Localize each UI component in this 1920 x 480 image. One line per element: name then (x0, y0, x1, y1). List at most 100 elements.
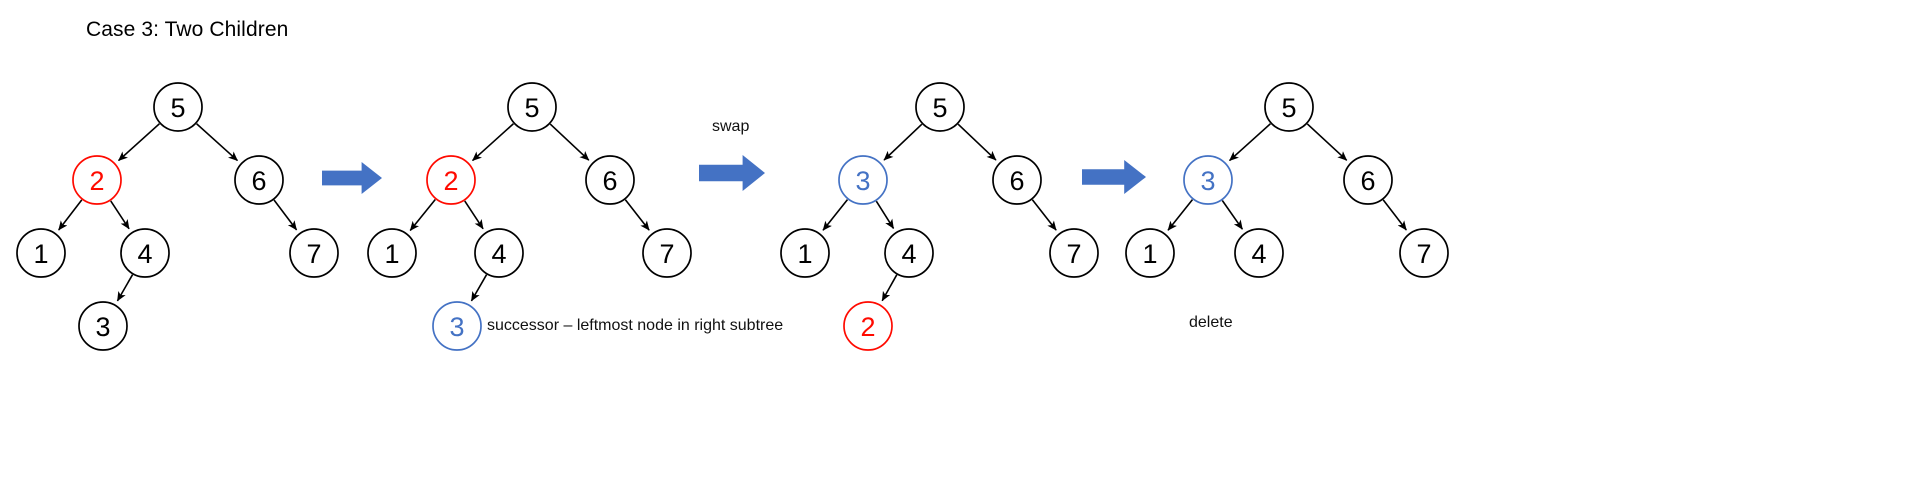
tree-node-2: 2 (843, 301, 893, 351)
tree-edge (624, 199, 650, 231)
node-outline (1183, 155, 1233, 205)
tree-edge (464, 200, 484, 230)
tree-edge (1167, 199, 1194, 231)
tree-node-5: 5 (1264, 82, 1314, 132)
node-value: 3 (95, 312, 110, 342)
tree-edge (1229, 123, 1271, 162)
tree-node-3: 3 (838, 155, 888, 205)
tree-edge (118, 123, 160, 162)
tree-edge (549, 123, 590, 161)
tree-node-3: 3 (1183, 155, 1233, 205)
node-outline (120, 228, 170, 278)
node-outline (838, 155, 888, 205)
tree-node-6: 6 (234, 155, 284, 205)
node-value: 7 (659, 239, 674, 269)
tree-edge (875, 200, 895, 230)
node-value: 2 (443, 166, 458, 196)
node-value: 4 (901, 239, 916, 269)
node-value: 4 (137, 239, 152, 269)
node-outline (426, 155, 476, 205)
tree-node-2: 2 (426, 155, 476, 205)
node-value: 4 (1251, 239, 1266, 269)
node-outline (915, 82, 965, 132)
caption-swap: swap (712, 118, 750, 135)
tree-edge (881, 274, 898, 302)
node-outline (1234, 228, 1284, 278)
tree-node-1: 1 (780, 228, 830, 278)
node-value: 1 (384, 239, 399, 269)
tree-node-2: 2 (72, 155, 122, 205)
node-outline (153, 82, 203, 132)
node-value: 5 (524, 93, 539, 123)
node-outline (507, 82, 557, 132)
tree-node-7: 7 (642, 228, 692, 278)
tree-node-5: 5 (507, 82, 557, 132)
tree-nodes: 5 2 6 1 4 7 3 5 2 6 1 4 7 3 5 3 6 1 4 7 2 5 3 6 1 4 7 (16, 82, 1449, 351)
tree-edge (273, 199, 298, 231)
caption-delete: delete (1189, 314, 1233, 331)
tree-node-6: 6 (992, 155, 1042, 205)
node-outline (72, 155, 122, 205)
node-value: 7 (306, 239, 321, 269)
tree-node-7: 7 (289, 228, 339, 278)
tree-edge (1221, 200, 1244, 230)
node-value: 6 (602, 166, 617, 196)
tree-node-1: 1 (1125, 228, 1175, 278)
node-outline (1343, 155, 1393, 205)
node-value: 6 (1009, 166, 1024, 196)
node-outline (289, 228, 339, 278)
tree-edge (883, 123, 923, 161)
tree-node-5: 5 (153, 82, 203, 132)
tree-edge (409, 198, 436, 231)
tree-edge (1382, 199, 1407, 231)
node-value: 3 (855, 166, 870, 196)
node-outline (1399, 228, 1449, 278)
tree-node-4: 4 (120, 228, 170, 278)
caption-successor: successor – leftmost node in right subtr… (487, 317, 784, 334)
tree-edge (957, 123, 997, 161)
node-value: 5 (932, 93, 947, 123)
node-outline (780, 228, 830, 278)
arrow-3 (1082, 160, 1146, 194)
tree-node-7: 7 (1399, 228, 1449, 278)
arrow-2 (699, 155, 765, 191)
tree-node-6: 6 (1343, 155, 1393, 205)
tree-edge (822, 199, 849, 231)
tree-edge (196, 123, 238, 162)
arrow-1 (322, 162, 382, 194)
node-outline (474, 228, 524, 278)
tree-edge (470, 274, 488, 302)
node-outline (884, 228, 934, 278)
node-value: 2 (860, 312, 875, 342)
node-value: 3 (1200, 166, 1215, 196)
tree-edge (1306, 123, 1348, 161)
node-outline (432, 301, 482, 351)
tree-node-4: 4 (474, 228, 524, 278)
node-value: 5 (170, 93, 185, 123)
tree-edge (116, 274, 134, 302)
tree-node-6: 6 (585, 155, 635, 205)
node-outline (585, 155, 635, 205)
node-outline (16, 228, 66, 278)
node-value: 6 (251, 166, 266, 196)
tree-node-5: 5 (915, 82, 965, 132)
node-outline (1049, 228, 1099, 278)
tree-edge (110, 200, 130, 230)
node-value: 3 (449, 312, 464, 342)
tree-edges (58, 123, 1407, 302)
node-value: 1 (1142, 239, 1157, 269)
node-value: 7 (1066, 239, 1081, 269)
node-outline (843, 301, 893, 351)
node-value: 1 (33, 239, 48, 269)
tree-node-3: 3 (78, 301, 128, 351)
node-outline (642, 228, 692, 278)
node-value: 7 (1416, 239, 1431, 269)
tree-edge (472, 123, 514, 162)
tree-edge (1031, 199, 1057, 231)
node-outline (992, 155, 1042, 205)
node-value: 1 (797, 239, 812, 269)
tree-edge (58, 199, 83, 231)
node-value: 4 (491, 239, 506, 269)
